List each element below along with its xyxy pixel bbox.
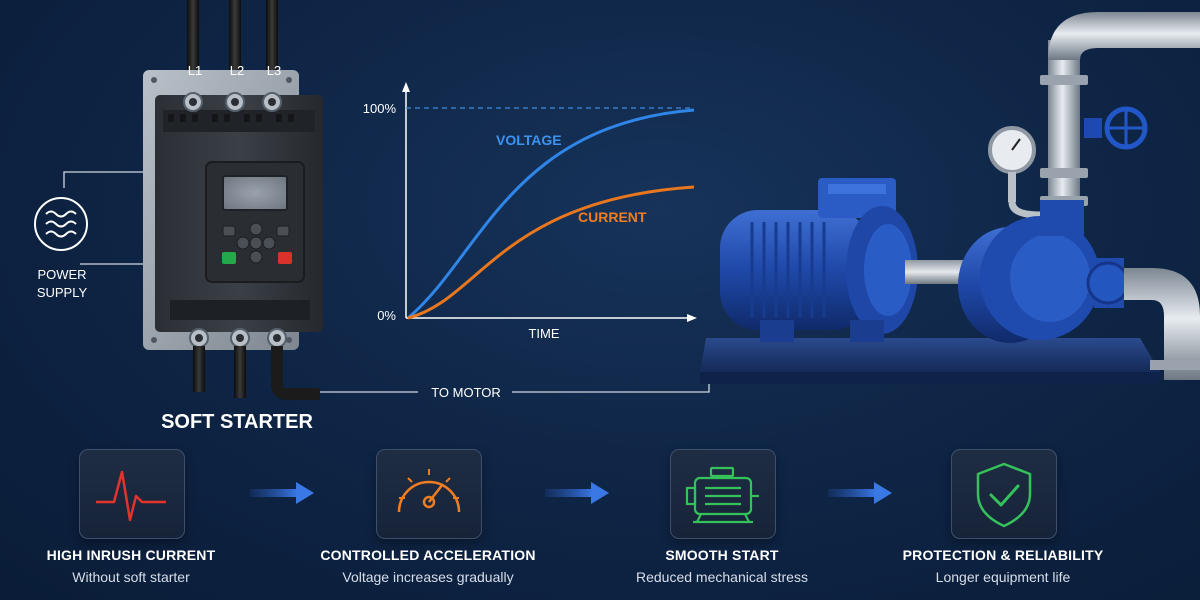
graph-label-100: 100%	[363, 101, 397, 116]
cable-l1	[187, 0, 199, 92]
step-title-smooth-start: SMOOTH START	[665, 547, 779, 563]
motor-body	[720, 210, 870, 330]
step-box-protection	[951, 449, 1057, 539]
power-wave-icon	[34, 197, 88, 251]
step-box-inrush	[79, 449, 185, 539]
base-frame	[700, 338, 1160, 372]
soft-starter	[143, 0, 323, 400]
current-curve	[407, 185, 695, 320]
step-subtitle-inrush: Without soft starter	[72, 569, 190, 585]
outlet-pipe-elbow	[1124, 268, 1200, 380]
lcd-display	[222, 175, 288, 211]
step-box-smooth-start	[670, 449, 776, 539]
graph-label-0: 0%	[377, 308, 396, 323]
step-arrow-2	[545, 482, 609, 504]
motor-icon	[685, 466, 759, 524]
step-arrow-1	[250, 482, 314, 504]
start-key	[222, 252, 236, 264]
graph-y-arrow	[402, 82, 410, 92]
step-title-acceleration: CONTROLLED ACCELERATION	[320, 547, 536, 563]
power-label-line1: POWER	[37, 267, 86, 282]
step-subtitle-smooth-start: Reduced mechanical stress	[636, 569, 808, 585]
current-label: CURRENT	[578, 209, 647, 225]
phase-label-l1: L1	[188, 63, 202, 78]
soft-starter-caption: SOFT STARTER	[161, 411, 313, 433]
cable-out-2	[234, 346, 246, 398]
stop-key	[278, 252, 292, 264]
step-arrow-3	[828, 482, 892, 504]
cable-l2	[229, 0, 241, 92]
graph-x-arrow	[687, 314, 697, 322]
coupling-shaft	[905, 260, 965, 284]
shield-check-icon	[976, 462, 1032, 528]
graph-x-label: TIME	[528, 326, 559, 341]
cable-out-3	[271, 346, 320, 400]
step-title-protection: PROTECTION & RELIABILITY	[902, 547, 1104, 563]
power-label-line2: SUPPLY	[37, 285, 88, 300]
cable-out-1	[193, 346, 205, 392]
voltage-label: VOLTAGE	[496, 132, 562, 148]
phase-label-l3: L3	[267, 63, 281, 78]
speedometer-icon	[397, 469, 461, 513]
top-pipe-elbow	[1048, 12, 1200, 60]
cable-l3	[266, 0, 278, 92]
to-motor-label: TO MOTOR	[431, 385, 501, 400]
scene: L1 L2 L3 POWER SUPPLY SOFT STARTER TO MO…	[34, 0, 1200, 433]
heartbeat-spike-icon	[96, 470, 166, 522]
step-subtitle-acceleration: Voltage increases gradually	[342, 569, 514, 585]
step-subtitle-protection: Longer equipment life	[935, 569, 1071, 585]
ramp-graph	[402, 82, 697, 322]
phase-label-l2: L2	[230, 63, 244, 78]
step-box-acceleration	[376, 449, 482, 539]
step-title-inrush: HIGH INRUSH CURRENT	[46, 547, 216, 563]
motor-pump-assembly	[700, 12, 1200, 384]
motor-line-right	[512, 376, 710, 393]
power-line-top	[63, 171, 143, 188]
voltage-curve	[407, 108, 695, 320]
